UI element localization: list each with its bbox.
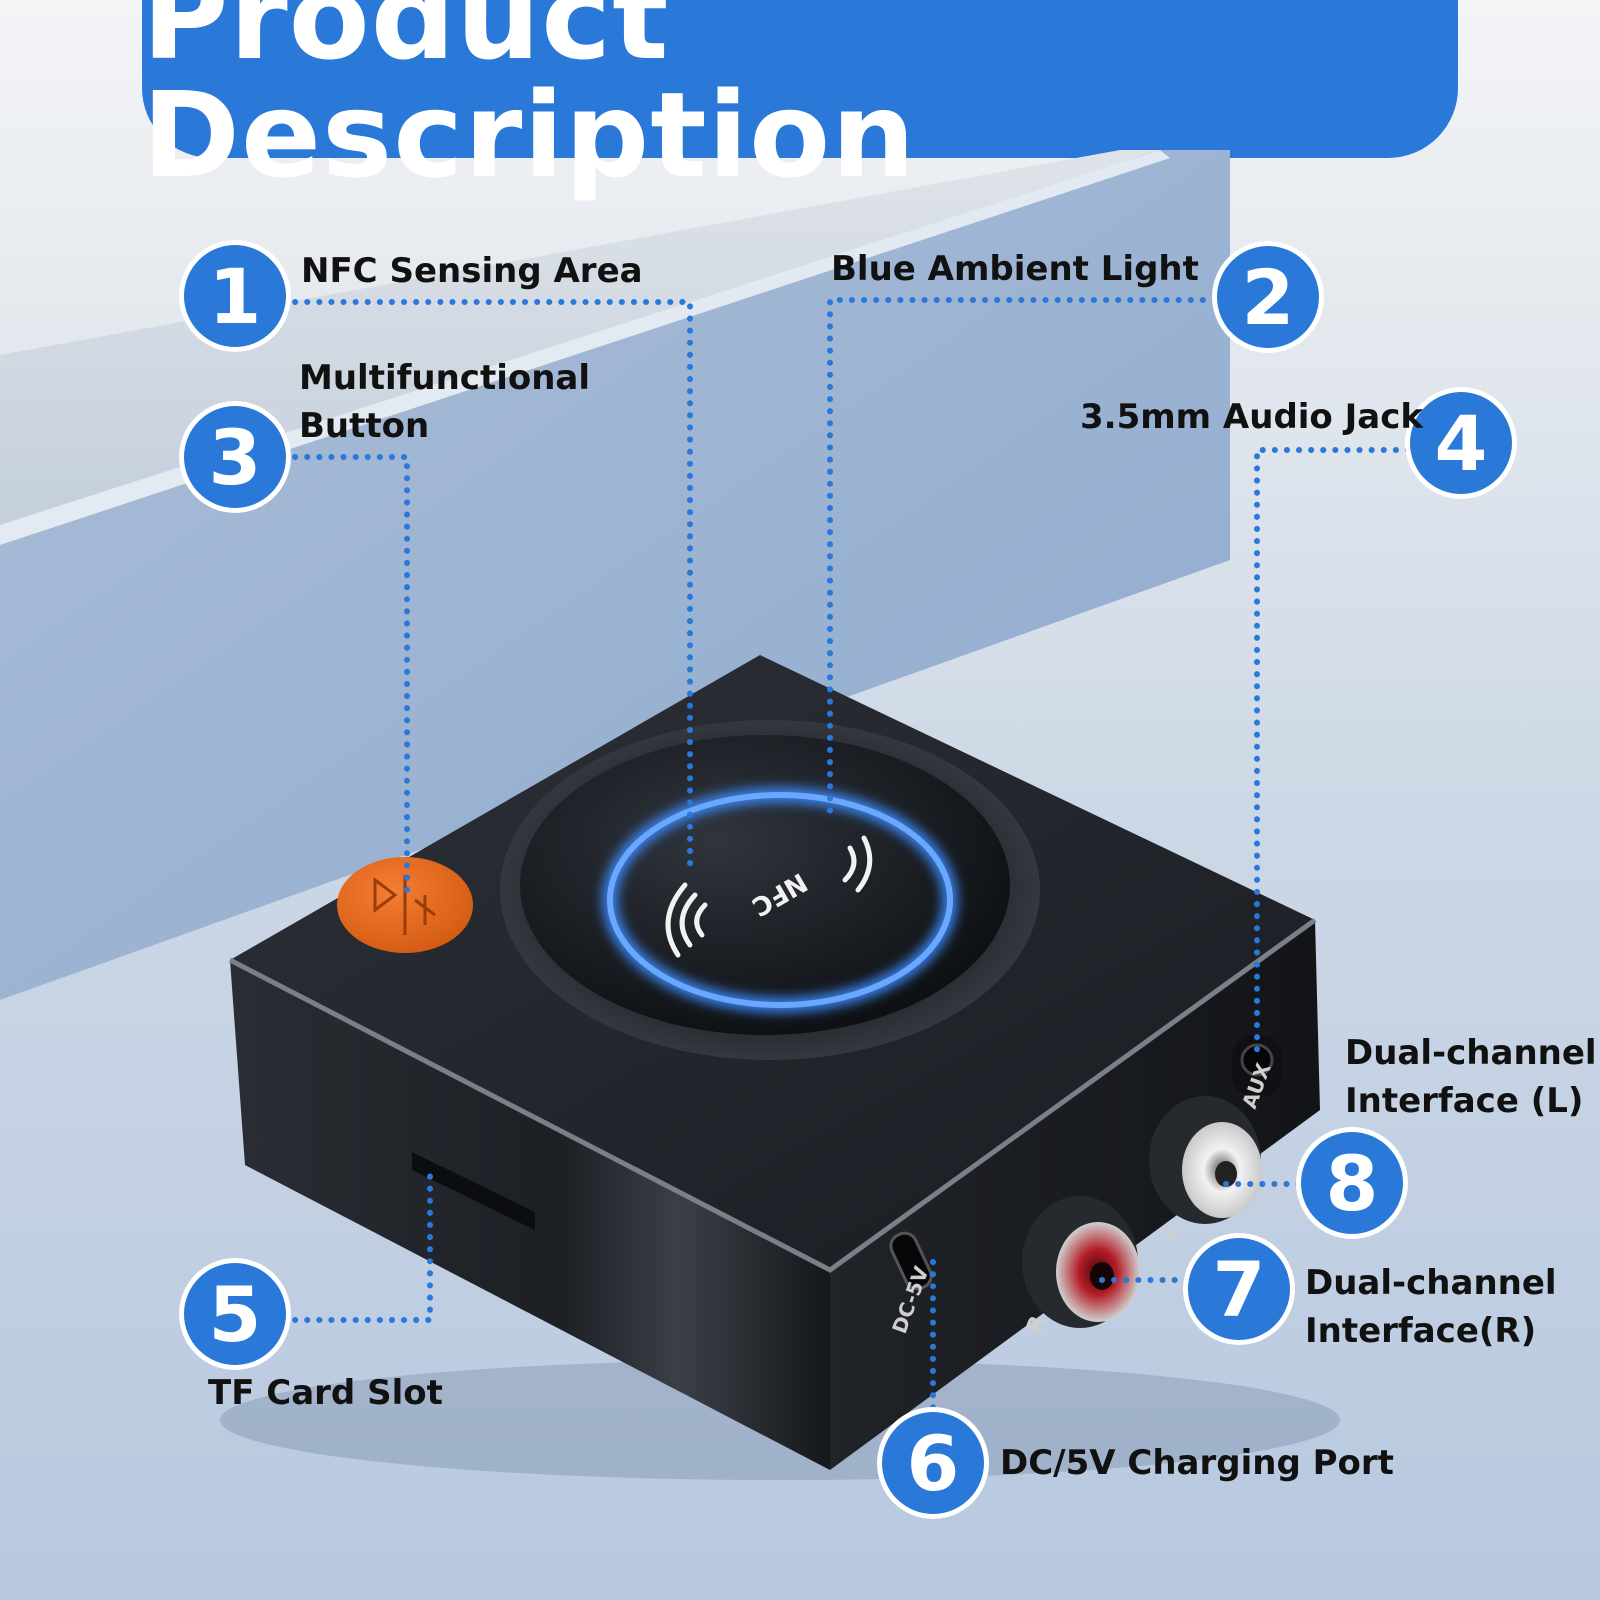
device-side-face <box>830 920 1320 1470</box>
leader-line-4 <box>1254 447 1411 1063</box>
rca-right-port[interactable] <box>1022 1196 1140 1328</box>
callout-badge-8: 8 <box>1301 1132 1403 1234</box>
shelf-face <box>0 150 1230 1000</box>
callout-label-multifunctional: Multifunctional <box>299 358 591 398</box>
callout-badge-6: 6 <box>882 1412 984 1514</box>
callout-label-dual-channel-r-line1: Dual-channel <box>1305 1263 1557 1303</box>
tf-card-slot[interactable] <box>412 1152 535 1230</box>
callout-label-dual-channel-r-line2: Interface(R) <box>1305 1311 1537 1351</box>
page-title: Product Description <box>142 0 917 204</box>
callout-badge-1: 1 <box>184 245 286 347</box>
aux-jack[interactable] <box>1240 1043 1274 1077</box>
callout-badge-2: 2 <box>1217 246 1319 348</box>
device-top-edge-highlight <box>228 917 1317 1273</box>
callout-badge-5: 5 <box>184 1263 286 1365</box>
blue-ambient-ring <box>607 792 953 1008</box>
callout-label-dual-channel-l-line2: Interface (L) <box>1345 1081 1584 1121</box>
callout-badge-7: 7 <box>1188 1238 1290 1340</box>
play-pause-icon <box>373 875 436 935</box>
title-banner: Product Description <box>142 0 1458 194</box>
nfc-wave-icon <box>665 835 873 958</box>
callout-label-dual-channel-l-line1: Dual-channel <box>1345 1033 1597 1073</box>
callout-label-button: Button <box>299 406 430 446</box>
callout-label-tf-card-slot: TF Card Slot <box>208 1373 443 1413</box>
leader-lines <box>280 297 1411 1423</box>
l-mark: L <box>1157 1220 1185 1242</box>
leader-line-5 <box>280 1167 433 1323</box>
callout-badge-4: 4 <box>1410 392 1512 494</box>
callout-label-nfc-sensing-area: NFC Sensing Area <box>301 251 643 291</box>
leader-line-1 <box>280 299 693 871</box>
leader-line-2 <box>827 297 1218 821</box>
callout-badge-3: 3 <box>184 406 286 508</box>
callout-label-audio-jack: 3.5mm Audio Jack <box>1080 397 1423 437</box>
usb-c-port[interactable] <box>887 1229 935 1293</box>
shelf-edge <box>0 150 1170 545</box>
leader-line-3 <box>280 454 410 903</box>
callout-label-blue-ambient-light: Blue Ambient Light <box>831 249 1199 289</box>
rca-left-port[interactable] <box>1149 1096 1262 1224</box>
callout-label-dc-charging-port: DC/5V Charging Port <box>1000 1443 1394 1483</box>
